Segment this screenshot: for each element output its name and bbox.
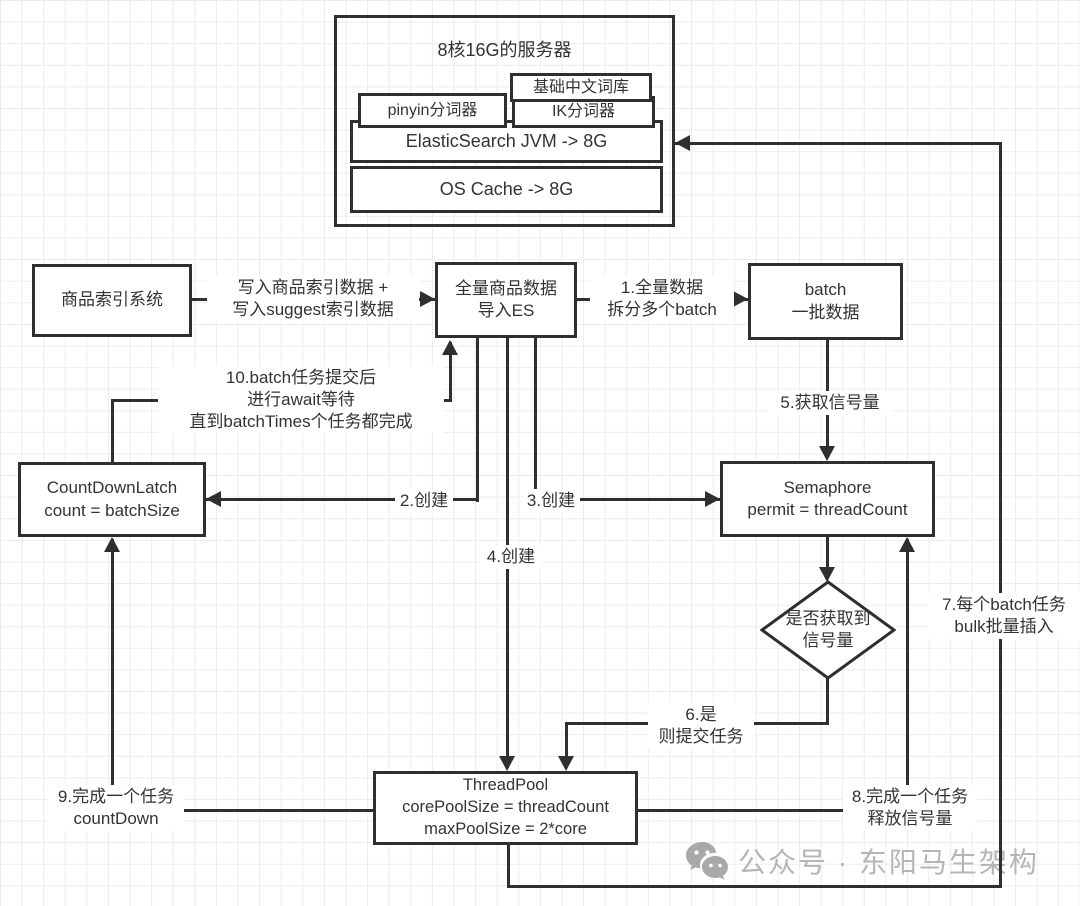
semaphore-node: Semaphore permit = threadCount [720, 461, 935, 537]
connector-create2-horizontal [206, 498, 479, 501]
server-box [334, 15, 675, 227]
connector-countdown9-vertical [111, 539, 114, 812]
decision-diamond [760, 580, 896, 680]
full-import-node: 全量商品数据 导入ES [435, 262, 577, 338]
pinyin-tokenizer-box: pinyin分词器 [358, 93, 507, 128]
edge-label-create3: 3.创建 [522, 489, 580, 513]
connector-create3-horizontal [534, 498, 720, 501]
arrowhead-into-semaphore-bottom [899, 537, 915, 552]
edge-label-yes6: 6.是 则提交任务 [648, 703, 754, 749]
arrowhead-into-threadpool-top-left [499, 756, 515, 771]
arrowhead-into-threadpool-top-right [558, 756, 574, 771]
connector-create2-vertical [476, 338, 479, 502]
threadpool-node: ThreadPool corePoolSize = threadCount ma… [373, 771, 638, 845]
connector-yes6-left-vertical [565, 722, 568, 758]
arrowhead-into-decision-top [819, 567, 835, 582]
connector-countdown9-horizontal [111, 809, 373, 812]
edge-label-acquire5: 5.获取信号量 [768, 391, 892, 415]
arrowhead-into-import-bottom [442, 340, 458, 355]
connector-bulk7-right-vertical [999, 142, 1002, 888]
server-title: 8核16G的服务器 [437, 40, 572, 60]
connector-bulk7-bottom-horizontal [507, 885, 1002, 888]
watermark-text: 公众号 · 东阳马生架构 [738, 847, 1039, 878]
arrowhead-into-server-right [675, 135, 690, 151]
decision-diamond-label: 是否获取到 信号量 [785, 608, 871, 650]
edge-label-write-index: 写入商品索引数据 + 写入suggest索引数据 [207, 276, 419, 322]
countdownlatch-node: CountDownLatch count = batchSize [18, 462, 206, 537]
edge-label-create4: 4.创建 [480, 545, 542, 569]
connector-bulk7-down-vertical [507, 845, 510, 888]
edge-label-await10: 10.batch任务提交后 进行await等待 直到batchTimes个任务都… [158, 366, 444, 434]
watermark: 公众号 · 东阳马生架构 [684, 840, 1039, 882]
connector-create3-vertical [534, 338, 537, 502]
arrowhead-into-countdownlatch-right [206, 491, 221, 507]
arrowhead-into-import-left [420, 291, 435, 307]
edge-label-countdown9: 9.完成一个任务 countDown [48, 785, 184, 831]
batch-node: batch 一批数据 [748, 263, 903, 340]
connector-bulk7-top-horizontal [675, 142, 1000, 145]
connector-yes6-right-vertical [826, 677, 829, 725]
arrowhead-into-batch [733, 291, 748, 307]
connector-release8-horizontal [638, 809, 909, 812]
product-index-node: 商品索引系统 [32, 264, 192, 337]
connector-semaphore-to-decision [826, 537, 829, 579]
arrowhead-into-semaphore-top [819, 446, 835, 461]
connector-release8-vertical [906, 539, 909, 812]
connector-await-right-vertical [449, 342, 452, 402]
edge-label-bulk7: 7.每个batch任务 bulk批量插入 [928, 593, 1080, 639]
edge-label-release8: 8.完成一个任务 释放信号量 [843, 785, 977, 831]
arrowhead-into-semaphore-left [705, 491, 720, 507]
arrowhead-into-countdownlatch-bottom [104, 537, 120, 552]
wechat-icon [686, 842, 728, 880]
os-cache-box: OS Cache -> 8G [350, 166, 663, 213]
edge-label-split-batch: 1.全量数据 拆分多个batch [590, 276, 734, 322]
connector-await-left-vertical [111, 400, 114, 462]
chinese-dict-box: 基础中文词库 [510, 73, 652, 102]
edge-label-create2: 2.创建 [395, 489, 453, 513]
